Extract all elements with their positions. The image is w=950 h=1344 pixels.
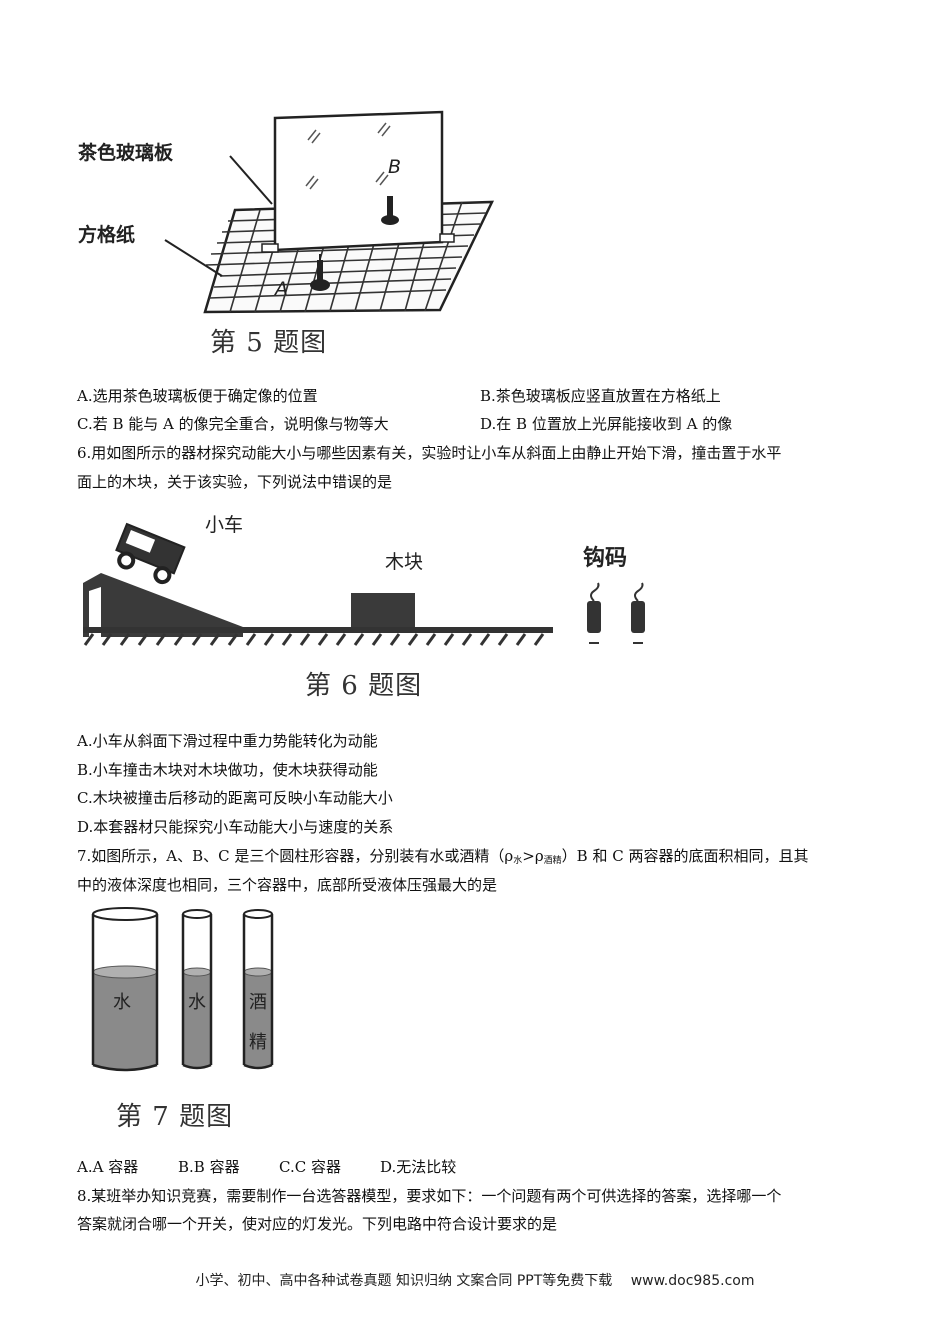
figure-5-label-grid: 方格纸 [78, 224, 136, 246]
figure-6: 小车 木块 钩码 第 6 题图 [75, 505, 675, 705]
figure-6-label-weights: 钩码 [583, 545, 628, 571]
figure-5-diagram [164, 110, 495, 314]
q5-option-a: A.选用茶色玻璃板便于确定像的位置 [77, 387, 318, 405]
q5-option-d: D.在 B 位置放上光屏能接收到 A 的像 [480, 415, 733, 433]
q8-stem-line-1: 8.某班举办知识竞赛，需要制作一台选答器模型，要求如下：一个问题有两个可供选择的… [77, 1187, 782, 1205]
q7-stem-post: ）B 和 C 两容器的底面积相同，且其 [561, 847, 809, 865]
q6-option-b: B.小车撞击木块对木块做功，使木块获得动能 [77, 761, 378, 779]
figure-7-label-alcohol-2: 精 [249, 1032, 267, 1053]
q7-option-c: C.C 容器 [279, 1158, 341, 1176]
figure-5-label-glass: 茶色玻璃板 [78, 142, 174, 164]
figure-6-label-block: 木块 [385, 551, 424, 573]
figure-5-caption: 第 5 题图 [210, 328, 328, 358]
q5-option-c: C.若 B 能与 A 的像完全重合，说明像与物等大 [77, 415, 389, 433]
q7-stem-line-1: 7.如图所示，A、B、C 是三个圆柱形容器，分别装有水或酒精（ρ水>ρ酒精）B … [77, 846, 808, 869]
figure-6-caption: 第 6 题图 [305, 671, 423, 701]
q6-option-a: A.小车从斜面下滑过程中重力势能转化为动能 [77, 732, 378, 750]
q6-stem-line-1: 6.用如图所示的器材探究动能大小与哪些因素有关，实验时让小车从斜面上由静止开始下… [77, 444, 782, 462]
figure-7-label-alcohol-1: 酒 [249, 992, 267, 1013]
q7-gt: >ρ [522, 847, 544, 865]
figure-5-label-a: A [275, 278, 288, 300]
q7-stem-pre: 7.如图所示，A、B、C 是三个圆柱形容器，分别装有水或酒精（ρ [77, 847, 514, 865]
q6-option-d: D.本套器材只能探究小车动能大小与速度的关系 [77, 818, 394, 836]
q6-stem-line-2: 面上的木块，关于该实验，下列说法中错误的是 [77, 473, 393, 491]
figure-7-label-water-a: 水 [113, 992, 131, 1013]
q7-option-d: D.无法比较 [380, 1158, 457, 1176]
figure-7-diagram [91, 907, 274, 1072]
q7-stem-line-2: 中的液体深度也相同，三个容器中，底部所受液体压强最大的是 [77, 876, 498, 894]
figure-6-label-cart: 小车 [205, 514, 244, 536]
q8-stem-line-2: 答案就闭合哪一个开关，使对应的灯发光。下列电路中符合设计要求的是 [77, 1215, 558, 1233]
figure-7-label-water-b: 水 [188, 992, 206, 1013]
q5-option-b: B.茶色玻璃板应竖直放置在方格纸上 [480, 387, 721, 405]
figure-7-caption: 第 7 题图 [116, 1102, 234, 1132]
q7-option-a: A.A 容器 [77, 1158, 139, 1176]
q7-sub-alcohol: 酒精 [543, 856, 562, 866]
figure-7: 水 水 酒 精 第 7 题图 [80, 900, 300, 1140]
figure-5-label-b: B [388, 156, 402, 178]
q7-option-b: B.B 容器 [178, 1158, 240, 1176]
page-footer: 小学、初中、高中各种试卷真题 知识归纳 文案合同 PPT等免费下载 www.do… [195, 1273, 755, 1289]
q6-option-c: C.木块被撞击后移动的距离可反映小车动能大小 [77, 789, 393, 807]
figure-5: 茶色玻璃板 方格纸 A B 第 5 题图 [70, 100, 510, 365]
q7-sub-water: 水 [513, 856, 523, 866]
figure-6-diagram [83, 522, 645, 646]
